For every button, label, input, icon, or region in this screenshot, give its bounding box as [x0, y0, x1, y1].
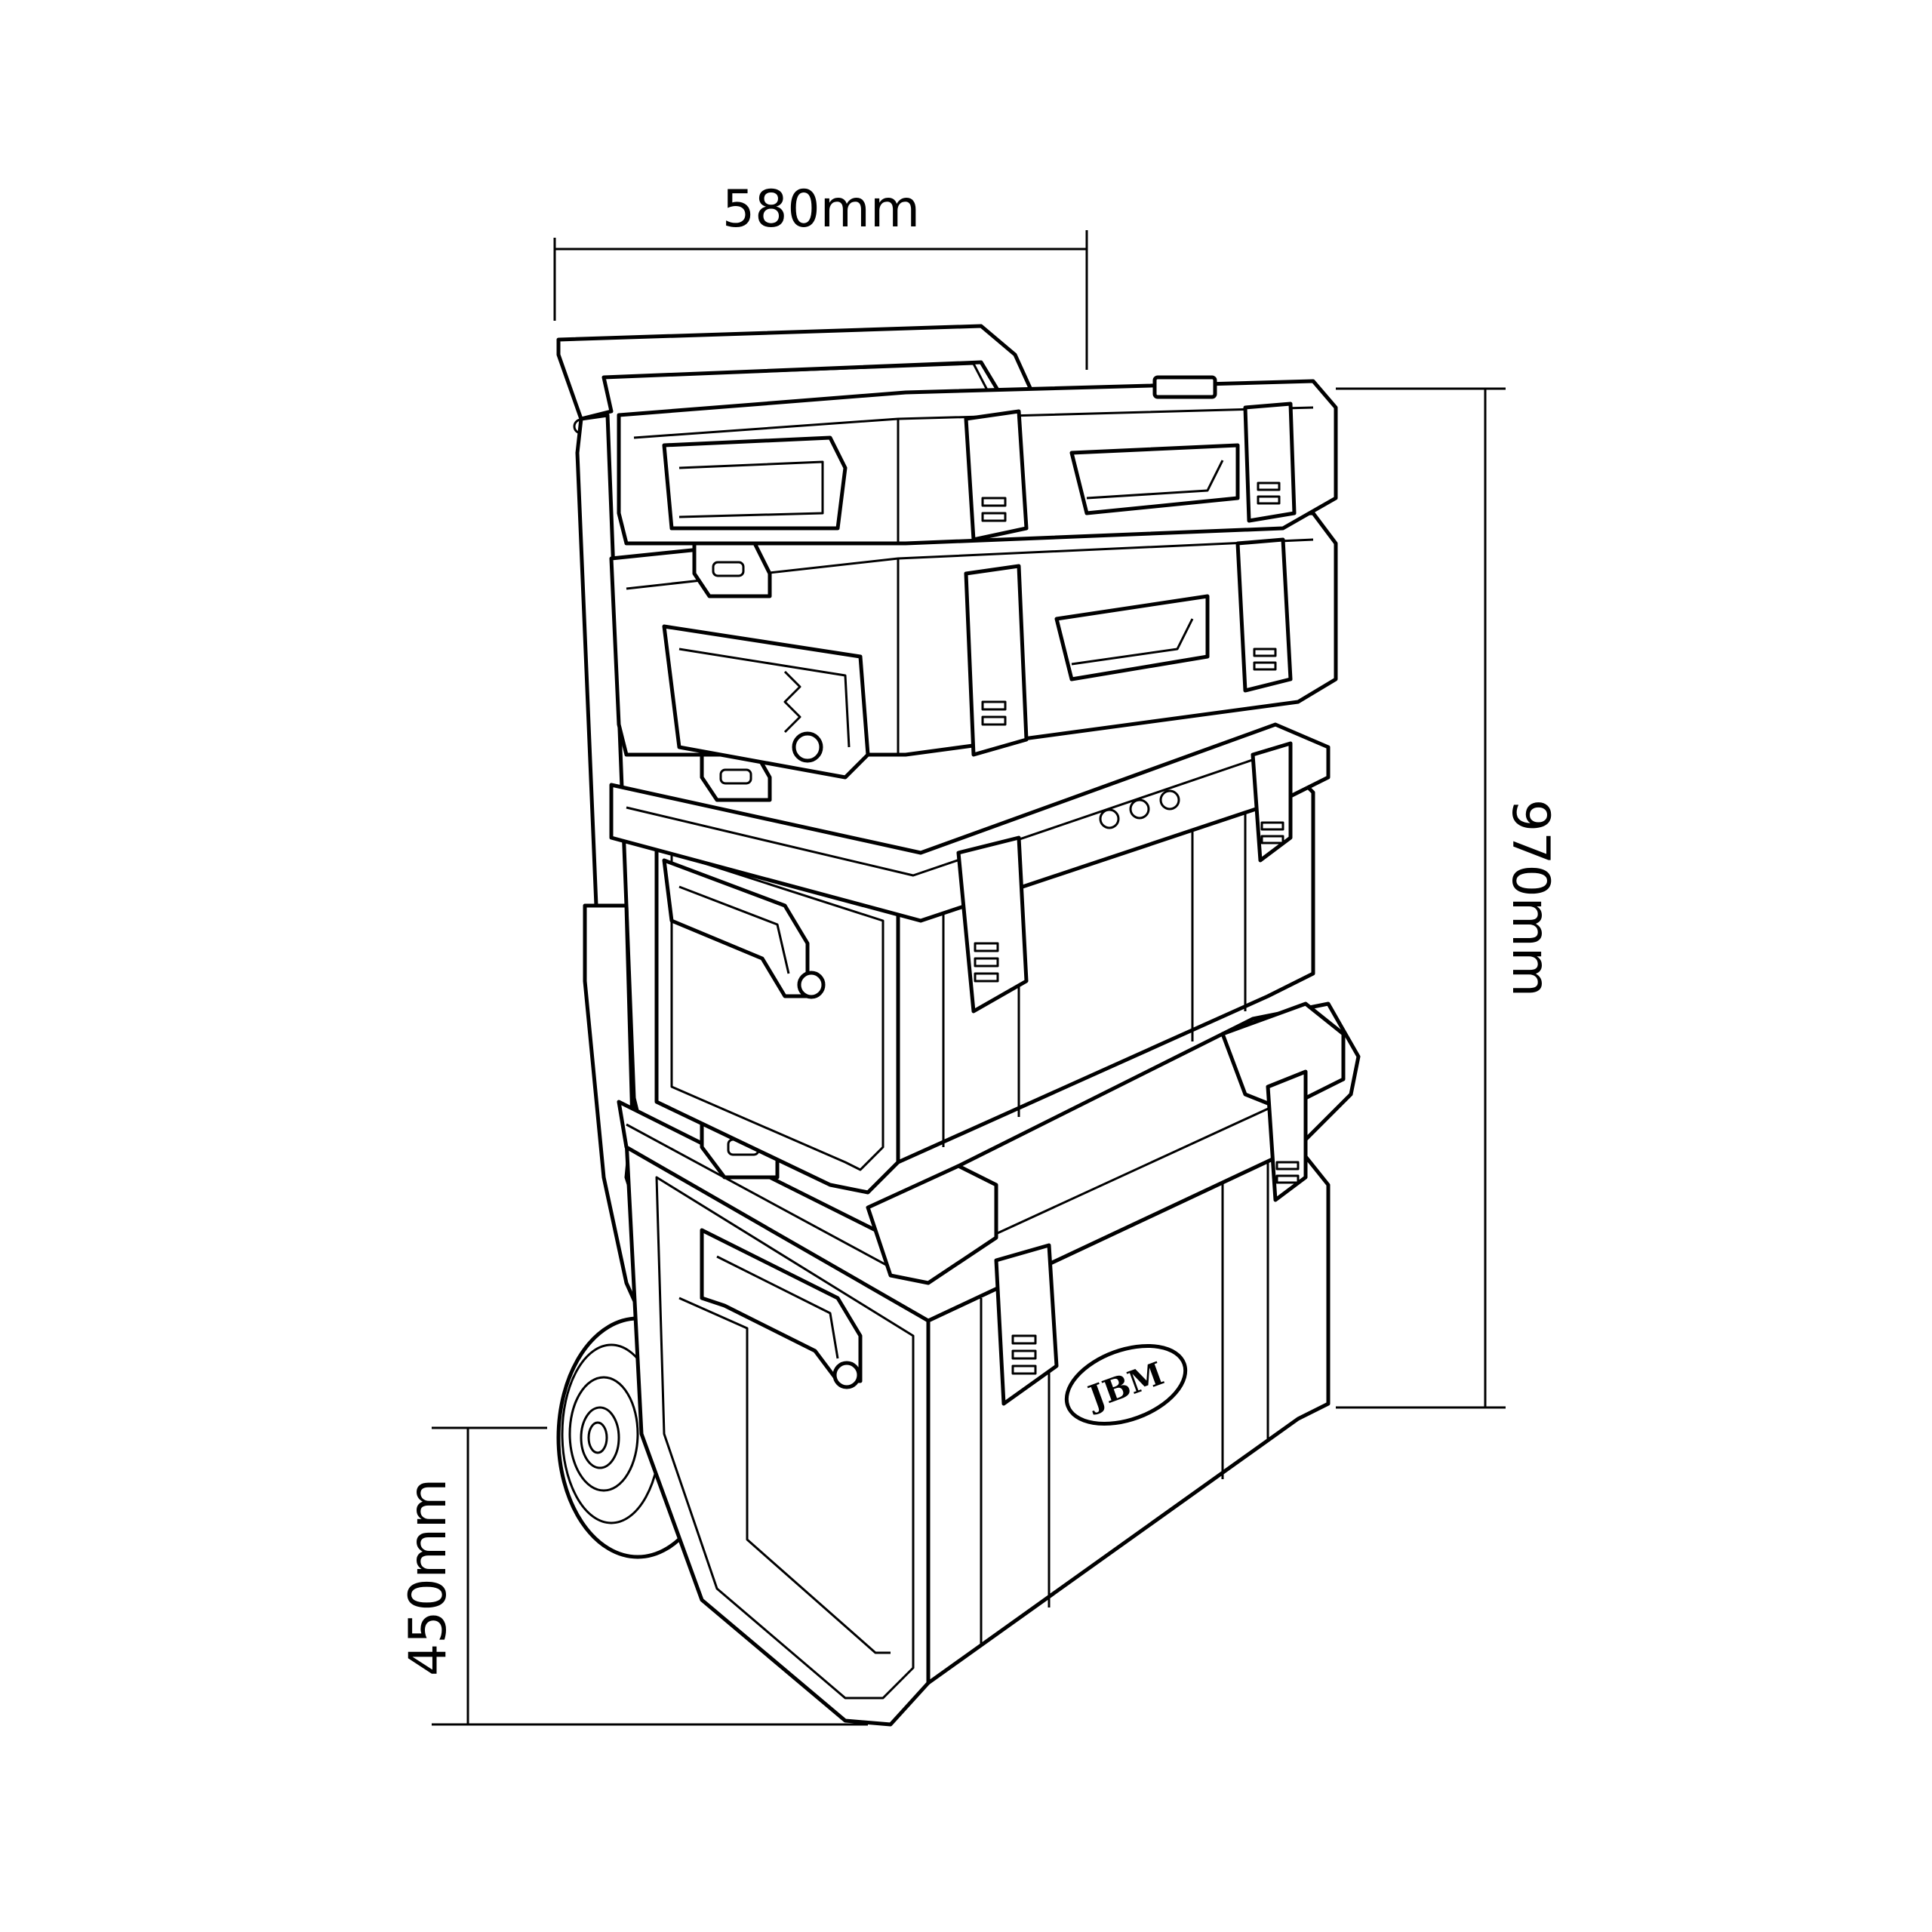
organizer-box [609, 511, 1338, 780]
bottom-box: JBM [617, 1001, 1361, 1727]
bottom-height-label: 450mm [398, 1478, 458, 1676]
top-organizer-box [617, 375, 1338, 546]
height-label: 970mm [1500, 799, 1560, 997]
width-dimension: 580mm [553, 180, 1088, 370]
middle-box [609, 722, 1331, 1195]
jbm-logo [1064, 1343, 1188, 1426]
width-label: 580mm [722, 180, 920, 239]
bottom-height-dimension: 450mm [398, 1426, 868, 1726]
height-dimension: 970mm [1336, 387, 1560, 1409]
